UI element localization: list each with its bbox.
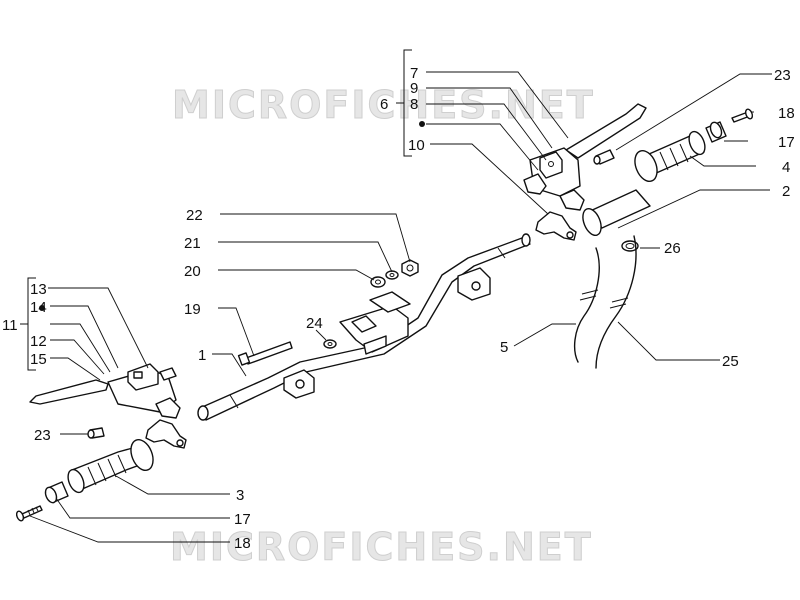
- ring-26: [621, 240, 639, 252]
- callout-21: 21: [184, 235, 201, 252]
- group-bracket-11: [20, 277, 45, 371]
- left-grip: [67, 438, 154, 494]
- washer-24: [323, 339, 337, 349]
- right-screw-18: [731, 108, 754, 123]
- callout-17-left: 17: [234, 511, 251, 528]
- cable-5: [573, 247, 600, 363]
- callout-24: 24: [306, 315, 323, 332]
- callout-17-right: 17: [778, 134, 795, 151]
- callout-1: 1: [198, 347, 206, 364]
- right-clamp: [535, 211, 577, 241]
- left-mount-bracket: [283, 369, 315, 399]
- watermark-bottom: MICROFICHES.NET: [170, 525, 593, 569]
- right-lever-assembly: [523, 103, 647, 211]
- watermark-top: MICROFICHES.NET: [172, 83, 595, 127]
- callout-18-right: 18: [778, 105, 795, 122]
- callout-18-left: 18: [234, 535, 251, 552]
- callout-3: 3: [236, 487, 244, 504]
- cable-25: [595, 235, 637, 369]
- leader-lines: [29, 71, 772, 543]
- left-screw-18: [15, 505, 43, 522]
- callout-23-left: 23: [34, 427, 51, 444]
- group-bracket-6: [396, 49, 425, 157]
- callout-22: 22: [186, 207, 203, 224]
- callout-26: 26: [664, 240, 681, 257]
- callout-12: 12: [30, 333, 47, 350]
- callout-20: 20: [184, 263, 201, 280]
- callout-10: 10: [408, 137, 425, 154]
- bullet-dot-right: [419, 121, 425, 127]
- callout-9: 9: [410, 80, 418, 97]
- callout-5: 5: [500, 339, 508, 356]
- left-end-cap-17: [44, 481, 69, 504]
- callout-labels: 7 9 6 8 10 23 18 17 4 2 26 25 5 22 21 20…: [2, 65, 795, 552]
- washer-20: [370, 276, 386, 288]
- right-grip: [582, 130, 706, 237]
- bullet-dot-left: [39, 305, 45, 311]
- left-lever-assembly: [29, 363, 181, 419]
- callout-4: 4: [782, 159, 790, 176]
- callout-7: 7: [410, 65, 418, 82]
- washer-21: [385, 270, 399, 280]
- callout-15: 15: [30, 351, 47, 368]
- right-end-cap-17: [705, 121, 727, 143]
- callout-19: 19: [184, 301, 201, 318]
- callout-14: 14: [30, 299, 47, 316]
- left-clamp: [145, 419, 187, 449]
- nut-22: [401, 259, 419, 277]
- callout-11: 11: [2, 317, 18, 334]
- pin-23-left: [87, 427, 105, 439]
- center-clamp-block: [339, 291, 411, 355]
- callout-23-right: 23: [774, 67, 791, 84]
- callout-13: 13: [30, 281, 47, 298]
- pin-23-top: [593, 149, 615, 165]
- callout-25: 25: [722, 353, 739, 370]
- callout-6: 6: [380, 96, 388, 113]
- callout-2: 2: [782, 183, 790, 200]
- right-mount-bracket: [457, 267, 491, 301]
- callout-8: 8: [410, 96, 418, 113]
- bolt-19: [237, 341, 293, 366]
